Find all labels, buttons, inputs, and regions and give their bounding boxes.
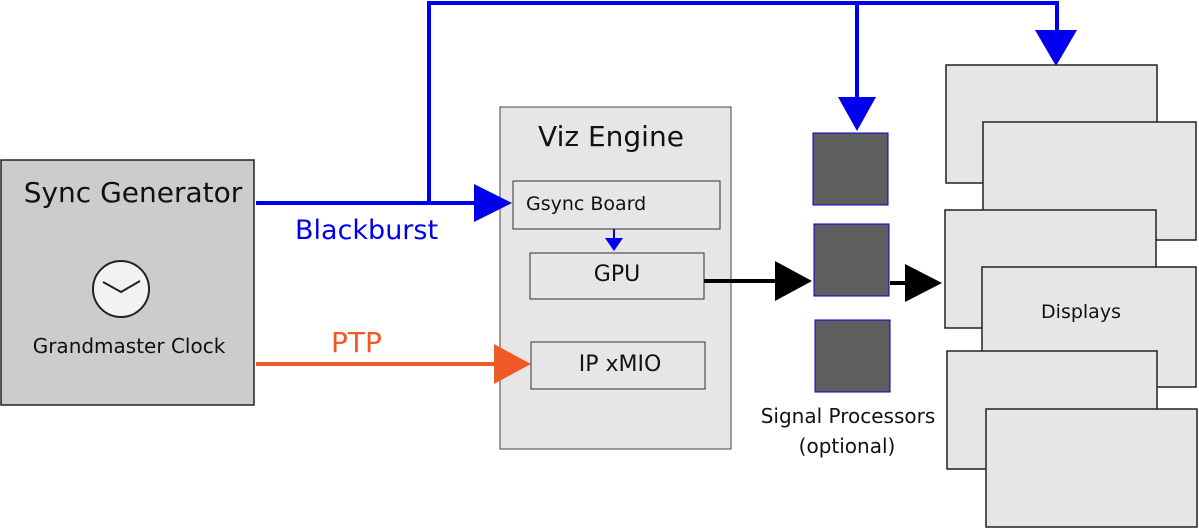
- grandmaster-clock-label: Grandmaster Clock: [32, 334, 226, 358]
- signal-processor-2: [813, 223, 890, 297]
- viz-engine-title: Viz Engine: [538, 120, 684, 153]
- ip-xmio-box: [530, 341, 706, 390]
- signal-processors-optional-label: (optional): [798, 434, 896, 458]
- gsync-board-box: [512, 180, 721, 230]
- gsync-board-label: Gsync Board: [526, 193, 647, 215]
- blackburst-lines: [256, 1, 1059, 240]
- blackburst-arrow-displays: [1035, 30, 1077, 66]
- processor-to-displays-arrow: [905, 264, 942, 302]
- clock-icon: [92, 260, 150, 318]
- ptp-arrow: [494, 344, 531, 384]
- signal-processors-label: Signal Processors: [760, 404, 936, 428]
- sync-generator-title: Sync Generator: [23, 176, 243, 209]
- ip-xmio-label: IP xMIO: [578, 352, 662, 377]
- gpu-label: GPU: [593, 262, 641, 287]
- blackburst-arrow-gsync: [474, 184, 512, 222]
- gpu-to-processor-arrow: [775, 261, 812, 301]
- gsync-to-gpu-arrow: [605, 238, 623, 251]
- gpu-box: [529, 252, 705, 300]
- signal-processor-1: [812, 132, 889, 206]
- displays-label: Displays: [1041, 301, 1121, 323]
- ptp-label: PTP: [331, 326, 382, 359]
- signal-processor-3: [814, 319, 891, 393]
- display-6: [985, 408, 1198, 528]
- blackburst-label: Blackburst: [295, 215, 439, 246]
- blackburst-arrow-processors: [838, 97, 876, 131]
